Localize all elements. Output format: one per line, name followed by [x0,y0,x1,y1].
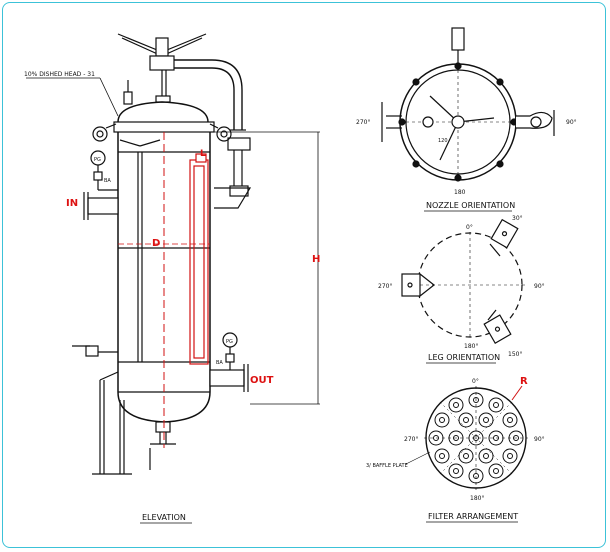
filter-angle-0: 0° [472,378,479,385]
leg-angle-90: 90° [534,283,545,290]
tag-top: BA [104,178,111,184]
outlet-label: OUT [250,375,274,386]
filter-angle-270: 270° [404,436,418,443]
leg-angle-30: 30° [512,215,523,222]
leg-orientation-view [401,218,526,344]
elevation-view [26,33,320,475]
leg-angle-180: 180° [464,343,478,350]
filter-arrangement-title: FILTER ARRANGEMENT [428,512,518,521]
drawing-frame [2,2,606,548]
gauge-top-label: PG [94,157,101,163]
dished-head-note: 10% DISHED HEAD - 31 [24,71,95,78]
baffle-plate-note: 3/ BAFFLE PLATE [366,463,408,469]
radius-label: R [520,376,528,387]
nozzle-orientation-title: NOZZLE ORIENTATION [426,201,515,210]
height-label: H [312,254,320,265]
filter-elements [428,392,524,484]
nozzle-angle-180: 180 [454,189,466,196]
leg-angle-150: 150° [508,351,522,358]
gauge-bottom-label: PG [226,339,233,345]
nozzle-angle-90: 90° [566,119,577,126]
radius-marker [511,385,523,401]
leg-orientation-title: LEG ORIENTATION [428,353,500,362]
filter-angle-90: 90° [534,436,545,443]
leg-angle-270: 270° [378,283,392,290]
length-label: L [200,149,206,159]
nozzle-angle-270: 270° [356,119,370,126]
filter-cartridge [118,132,210,448]
diameter-label: D [152,238,160,249]
filter-arrangement-view [405,386,528,490]
elevation-title: ELEVATION [142,513,186,522]
leg-angle-0: 0° [466,224,473,231]
filter-angle-180: 180° [470,495,484,502]
inlet-label: IN [66,198,78,209]
nozzle-orientation-view [381,27,555,182]
tag-bottom: BA [216,360,223,366]
nozzle-angle-120: 120 [438,138,448,144]
